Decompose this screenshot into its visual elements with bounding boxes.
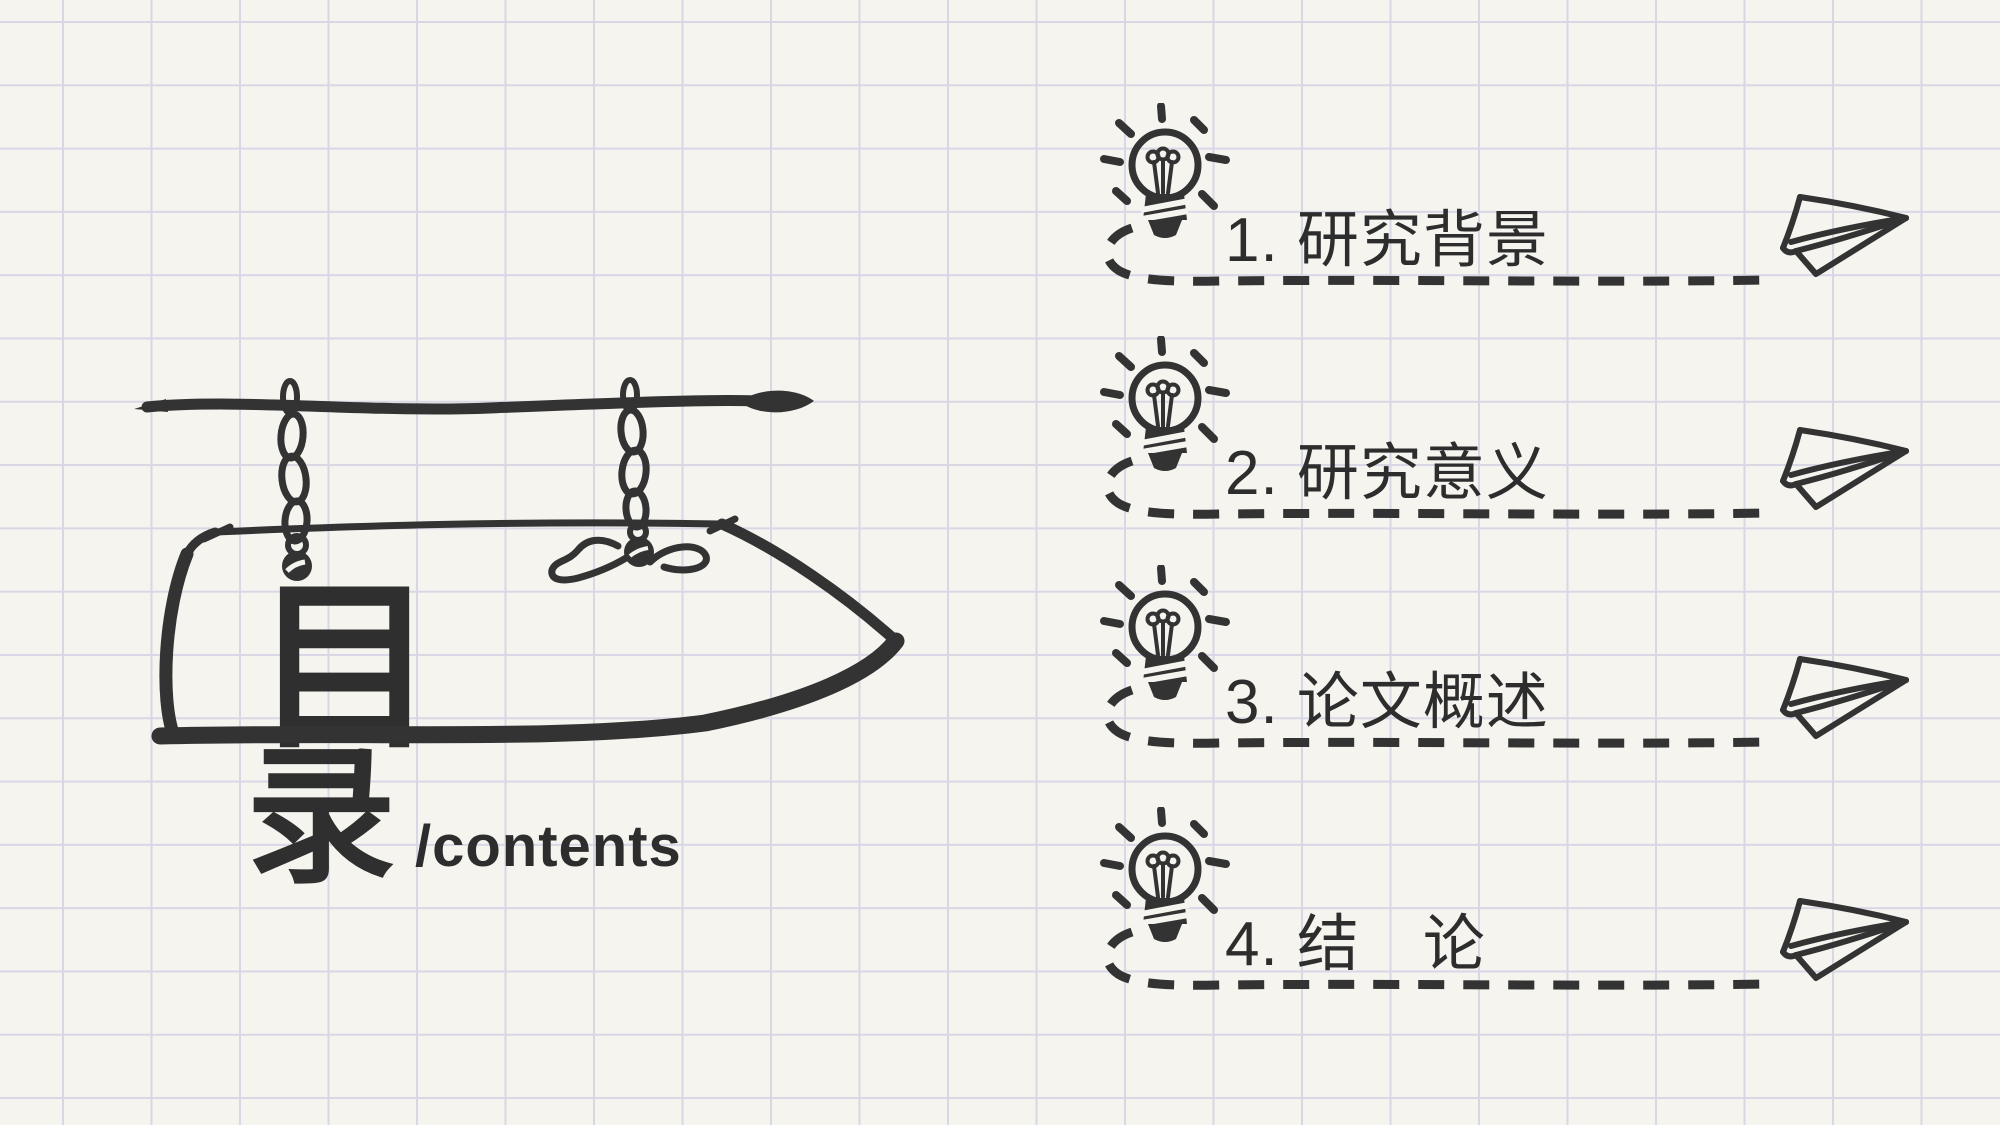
paper-plane-icon	[1783, 659, 1906, 736]
toc-item-art	[1080, 311, 1960, 519]
chain-left-icon	[277, 378, 312, 581]
lightbulb-icon	[1104, 106, 1226, 238]
toc-item-2: 2. 研究意义	[1080, 311, 1960, 542]
lightbulb-icon	[1104, 339, 1226, 471]
toc-item-art	[1080, 78, 1960, 286]
toc-item-art	[1080, 782, 1960, 990]
rod-arrow-icon	[134, 390, 814, 415]
title-char-secondary: 录	[246, 733, 397, 901]
dashed-connector-line	[1102, 685, 1768, 748]
paper-plane-icon	[1783, 901, 1906, 978]
toc-item-label: 4. 结 论	[1225, 910, 1486, 979]
sign-board	[151, 515, 905, 745]
toc-item-label: 3. 论文概述	[1225, 668, 1549, 737]
toc-item-label: 1. 研究背景	[1225, 206, 1549, 275]
title-subtitle: /contents	[415, 814, 682, 879]
toc-item-1: 1. 研究背景	[1080, 78, 1960, 309]
toc-item-3: 3. 论文概述	[1080, 540, 1960, 771]
lightbulb-icon	[1104, 568, 1226, 700]
toc-item-label: 2. 研究意义	[1225, 439, 1549, 508]
signpost-doodle	[134, 377, 905, 745]
dashed-connector-line	[1102, 223, 1768, 286]
dashed-connector-line	[1102, 927, 1768, 990]
toc-item-art	[1080, 540, 1960, 748]
lightbulb-icon	[1104, 810, 1226, 942]
dashed-connector-line	[1102, 456, 1768, 519]
paper-plane-icon	[1783, 197, 1906, 274]
toc-item-4: 4. 结 论	[1080, 782, 1960, 1013]
chain-right-icon	[548, 377, 710, 584]
paper-plane-icon	[1783, 430, 1906, 507]
